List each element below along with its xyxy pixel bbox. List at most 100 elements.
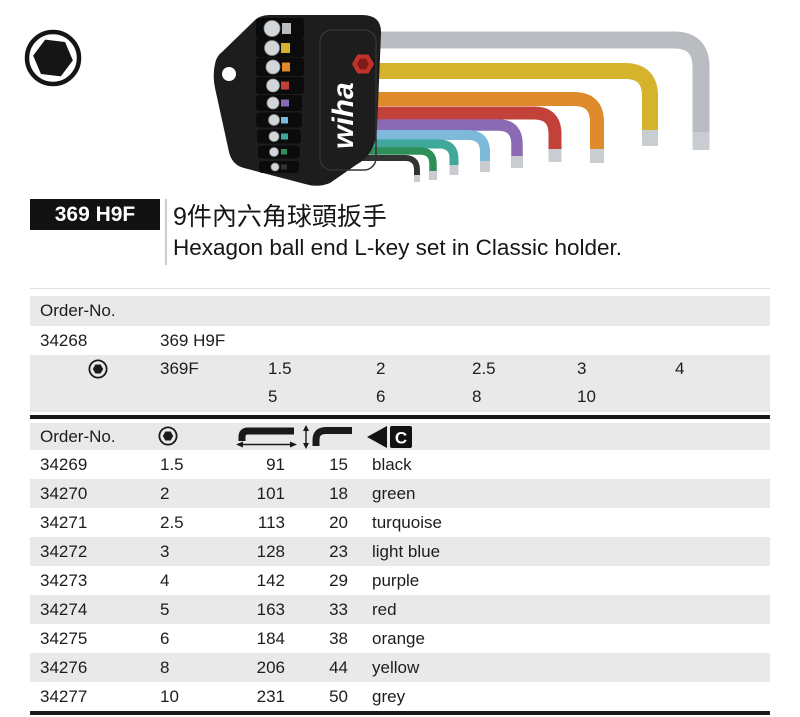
order-no-cell: 34273	[40, 571, 88, 590]
color-cell: orange	[372, 629, 425, 648]
key-1-5-black	[350, 155, 420, 182]
color-cell: green	[372, 484, 416, 503]
l-key-short-arm-length-icon	[303, 425, 352, 449]
spec-table-header-row: Order-No. C	[30, 423, 770, 450]
hex-size-cell: 4	[160, 571, 170, 590]
color-cell: black	[372, 455, 412, 474]
spec-table: Order-No. C	[30, 423, 770, 711]
color-cell: purple	[372, 571, 420, 590]
key-2-green	[351, 147, 437, 180]
size-value: 3	[577, 359, 587, 378]
color-code-icon: C	[367, 426, 412, 448]
size-value: 8	[472, 387, 482, 406]
key-10-grey	[360, 31, 710, 150]
hex-socket-icon	[88, 359, 108, 379]
thick-rule-bottom	[30, 711, 770, 715]
thick-rule-top	[30, 415, 770, 419]
order-no-header: Order-No.	[40, 301, 116, 320]
hex-size-cell: 1.5	[160, 455, 184, 474]
product-image: wiha	[213, 15, 710, 186]
size-value: 10	[577, 387, 596, 406]
order-no-cell: 34277	[40, 687, 88, 706]
hex-socket-icon	[158, 426, 178, 446]
key-5-red	[358, 106, 562, 162]
table-row: 34277 10 231 50 grey	[30, 682, 770, 711]
color-cell: red	[372, 600, 397, 619]
long-arm-cell: 142	[256, 571, 285, 590]
size-value: 2	[376, 359, 386, 378]
order-no-cell: 34270	[40, 484, 88, 503]
short-arm-cell: 23	[329, 542, 348, 561]
table-row: 34274 5 163 33 red	[30, 595, 770, 624]
long-arm-cell: 91	[266, 455, 285, 474]
key-6-orange	[360, 92, 604, 163]
hex-size-cell: 2.5	[160, 513, 184, 532]
l-key-long-arm-length-icon	[236, 427, 297, 448]
short-arm-cell: 15	[329, 455, 348, 474]
table-row: 34275 6 184 38 orange	[30, 624, 770, 653]
hex-size-cell: 8	[160, 658, 170, 677]
order-no-cell: 34272	[40, 542, 88, 561]
hex-size-cell: 3	[160, 542, 170, 561]
l-keys	[350, 31, 710, 182]
product-title-en: Hexagon ball end L-key set in Classic ho…	[173, 235, 623, 260]
size-value: 6	[376, 387, 386, 406]
long-arm-cell: 231	[256, 687, 285, 706]
long-arm-cell: 206	[256, 658, 285, 677]
set-table: Order-No. 34268 369 H9F 369F 1.5 2 2.5 3…	[30, 296, 770, 412]
short-arm-cell: 50	[329, 687, 348, 706]
short-arm-cell: 18	[329, 484, 348, 503]
order-no-cell: 34271	[40, 513, 88, 532]
table-row: 34269 1.5 91 15 black	[30, 450, 770, 479]
wiha-logo-text: wiha	[327, 82, 360, 149]
short-arm-cell: 33	[329, 600, 348, 619]
key-3-lightblue	[354, 130, 490, 172]
table-row: 34273 4 142 29 purple	[30, 566, 770, 595]
size-value: 1.5	[268, 359, 292, 378]
hex-size-cell: 2	[160, 484, 170, 503]
hang-hole	[222, 67, 236, 81]
table-row: 34271 2.5 113 20 turquoise	[30, 508, 770, 537]
size-value: 5	[268, 387, 278, 406]
set-order-no: 34268	[40, 331, 88, 350]
set-table-header-row: Order-No.	[30, 296, 770, 326]
hex-size-cell: 5	[160, 600, 170, 619]
short-arm-cell: 44	[329, 658, 348, 677]
short-arm-cell: 38	[329, 629, 348, 648]
short-arm-cell: 29	[329, 571, 348, 590]
long-arm-cell: 101	[256, 484, 285, 503]
set-sizes-row: 369F 1.5 2 2.5 3 4 5 6 8 10	[30, 355, 770, 412]
svg-text:C: C	[395, 429, 407, 448]
title-separator	[165, 199, 167, 265]
key-2-5-turquoise	[352, 139, 459, 175]
set-order-row: 34268 369 H9F	[30, 326, 770, 355]
hex-size-cell: 6	[160, 629, 170, 648]
product-title-zh: 9件內六角球頭扳手	[173, 203, 387, 231]
long-arm-cell: 128	[256, 542, 285, 561]
short-arm-cell: 20	[329, 513, 348, 532]
key-8-yellow	[362, 63, 658, 146]
table-row: 34270 2 101 18 green	[30, 479, 770, 508]
long-arm-cell: 163	[256, 600, 285, 619]
table-row: 34272 3 128 23 light blue	[30, 537, 770, 566]
table-row: 34276 8 206 44 yellow	[30, 653, 770, 682]
size-value: 4	[675, 359, 685, 378]
order-no-cell: 34275	[40, 629, 88, 648]
color-cell: turquoise	[372, 513, 442, 532]
long-arm-cell: 184	[256, 629, 285, 648]
order-no-cell: 34269	[40, 455, 88, 474]
model-badge: 369 H9F	[30, 199, 160, 230]
order-no-header: Order-No.	[40, 427, 116, 446]
hex-socket-icon	[24, 29, 82, 87]
color-cell: light blue	[372, 542, 441, 561]
key-4-purple	[356, 119, 523, 168]
color-cell: yellow	[372, 658, 420, 677]
size-value: 2.5	[472, 359, 496, 378]
order-no-cell: 34274	[40, 600, 88, 619]
holder-slots	[256, 18, 304, 173]
order-no-cell: 34276	[40, 658, 88, 677]
set-model: 369 H9F	[160, 331, 226, 350]
wiha-hex-logo	[352, 54, 374, 74]
series-code: 369F	[160, 359, 199, 378]
